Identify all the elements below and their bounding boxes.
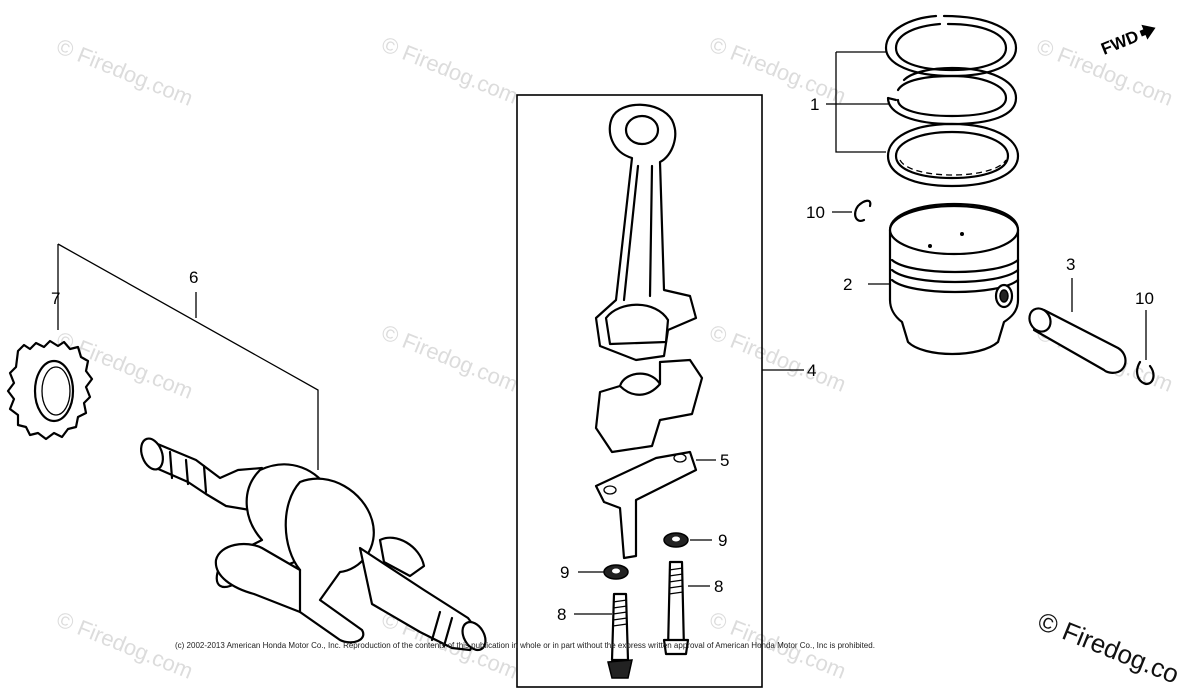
- fwd-label: FWD: [1098, 27, 1141, 59]
- pin-clip-right-drawing: [1136, 310, 1155, 386]
- callout-piston-pin: 3: [1066, 255, 1075, 274]
- rod-bolt-right-drawing: [662, 560, 690, 656]
- crankshaft-drawing: [140, 437, 487, 652]
- watermark: © Firedog.com: [706, 31, 849, 108]
- rod-bolt-left-drawing: [607, 592, 633, 679]
- callout-washer-right: 9: [718, 531, 727, 550]
- callout-timing-gear: 7: [51, 289, 60, 308]
- callout-connecting-rod-assembly: 4: [807, 361, 816, 380]
- forward-arrow-icon: [1139, 24, 1156, 40]
- copyright-notice: (c) 2002-2013 American Honda Motor Co., …: [175, 641, 875, 650]
- callout-rod-bolt-left: 8: [557, 605, 566, 624]
- callout-pin-clip-left: 10: [806, 203, 825, 222]
- oil-dipper-plate-drawing: [594, 450, 698, 560]
- connecting-rod-assembly-box: [516, 94, 804, 688]
- connecting-rod-drawing: [594, 103, 698, 362]
- washer-left-drawing: [603, 564, 629, 580]
- callout-oil-dipper-plate: 5: [720, 451, 729, 470]
- callout-washer-left: 9: [560, 563, 569, 582]
- corner-watermark: © Firedog.co: [1034, 606, 1180, 689]
- piston-drawing: [868, 202, 1020, 356]
- callout-crankshaft-assembly: 6: [189, 268, 198, 287]
- piston-pin-drawing: [1028, 278, 1127, 374]
- piston-rings-drawing: [826, 14, 1020, 188]
- callout-rod-bolt-right: 8: [714, 577, 723, 596]
- callout-piston-rings: 1: [810, 95, 819, 114]
- pin-clip-left-drawing: [832, 199, 872, 222]
- watermark: © Firedog.com: [378, 31, 521, 108]
- small-part-leader-lines: [574, 459, 716, 615]
- watermark: © Firedog.com: [53, 33, 196, 110]
- callout-pin-clip-right: 10: [1135, 289, 1154, 308]
- watermark: © Firedog.com: [378, 319, 521, 396]
- forward-direction-indicator: FWD: [1098, 24, 1156, 59]
- callout-labels: 1 2 3 4 5 6 7 8 8 9 9 10 10: [51, 95, 1154, 624]
- timing-gear-drawing: [6, 339, 94, 441]
- watermark: © Firedog.com: [706, 319, 849, 396]
- callout-piston: 2: [843, 275, 852, 294]
- rod-cap-drawing: [594, 358, 704, 454]
- washer-right-drawing: [663, 532, 689, 548]
- crankshaft-group-leader-lines: [57, 243, 319, 470]
